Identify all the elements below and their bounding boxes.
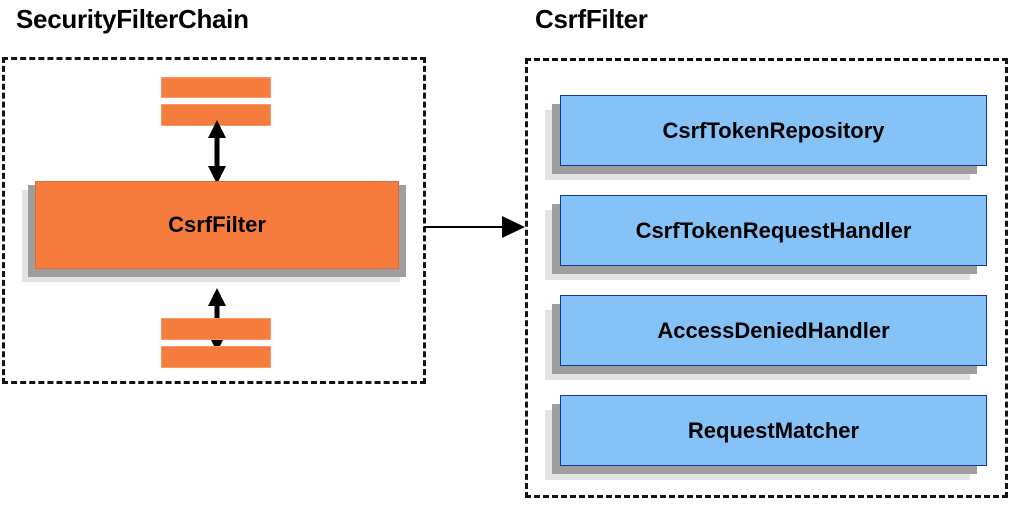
double-arrow-top-icon [208,120,226,184]
box-requestmatcher[interactable]: RequestMatcher [560,395,987,466]
connector-arrow-icon [424,216,525,238]
box-csrffilter[interactable]: CsrfFilter [35,181,399,269]
filter-bar-bottom-1 [161,318,271,340]
panel-securityfilterchain [2,57,426,384]
page-title-securityfilterchain: SecurityFilterChain [16,4,249,34]
filter-bar-top-1 [161,77,271,98]
filter-bar-bottom-2 [161,346,271,368]
panel-csrffilter [525,58,1008,498]
box-csrftokenrepository[interactable]: CsrfTokenRepository [560,95,987,166]
box-csrftokenrequesthandler[interactable]: CsrfTokenRequestHandler [560,195,987,266]
page-title-csrffilter: CsrfFilter [535,4,648,34]
box-accessdeniedhandler[interactable]: AccessDeniedHandler [560,295,987,366]
